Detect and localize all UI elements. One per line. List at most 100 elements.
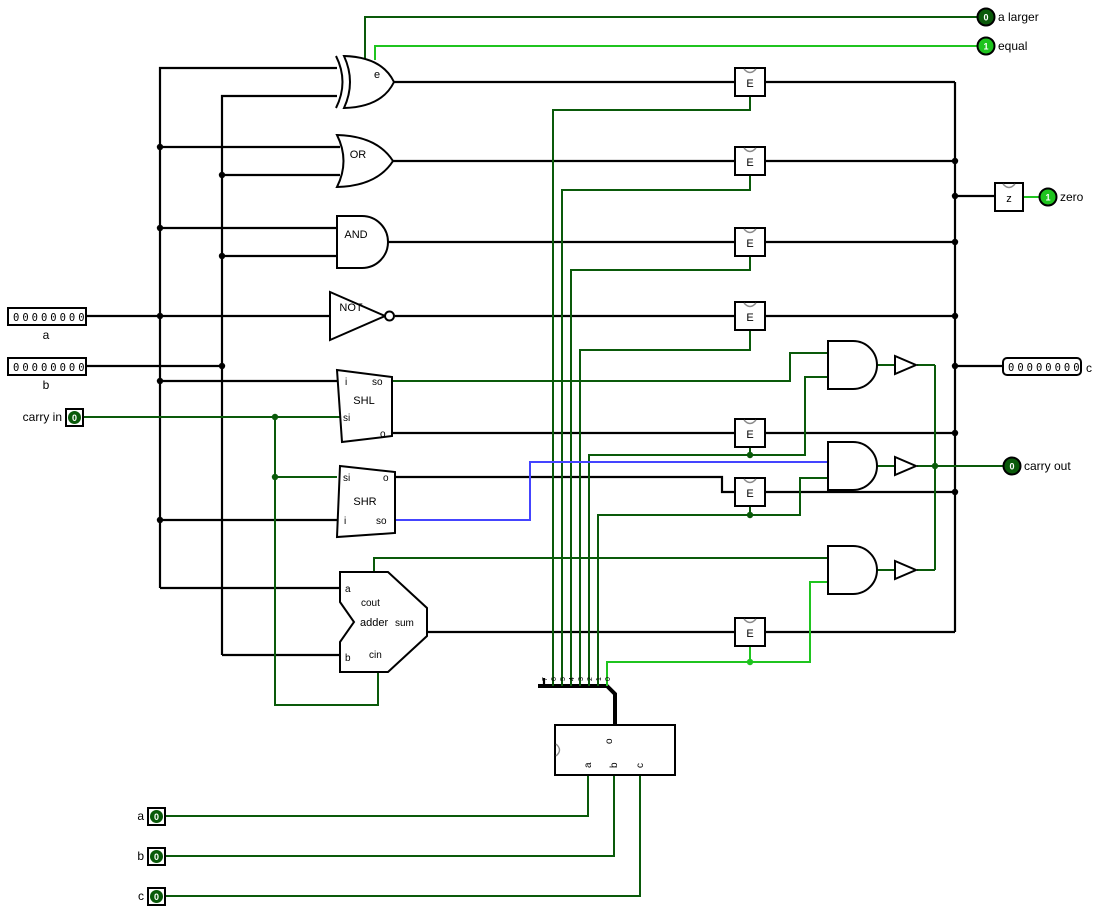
output-pin-equal: 1 xyxy=(976,36,996,56)
adder-b-label: b xyxy=(345,653,351,664)
and-gate-adder-carry xyxy=(827,545,878,595)
subcircuit-notch-icon xyxy=(743,228,757,234)
shl-name: SHL xyxy=(353,395,374,407)
junction-dots-low xyxy=(271,413,939,519)
adder: a cout adder sum b cin xyxy=(339,571,428,673)
output-pin-carry-out: 0 xyxy=(1002,456,1022,476)
input-pin-a-value[interactable]: 00000000 xyxy=(13,312,88,324)
equal-value: 1 xyxy=(983,42,988,52)
carry-out-label: carry out xyxy=(1024,459,1071,473)
enabler-label: E xyxy=(746,157,753,169)
splitter-bit: 2 xyxy=(587,677,594,681)
carry-logic xyxy=(827,340,919,595)
splitter-bit: 5 xyxy=(560,677,567,681)
subcircuit-notch-icon xyxy=(555,743,561,757)
wire-shl-so xyxy=(392,352,828,382)
wire-shr-so-floating xyxy=(395,461,828,521)
xor-gate-label: e xyxy=(374,69,380,81)
and-gate-shr-carry xyxy=(827,441,878,491)
input-pin-b-label: b xyxy=(43,378,50,392)
shr-in-label: i xyxy=(344,516,346,527)
not-gate xyxy=(329,290,395,342)
sel-b-value[interactable]: 0 xyxy=(154,852,159,862)
zero-value: 1 xyxy=(1045,193,1050,203)
wire-carry-in xyxy=(82,416,379,706)
sel-a-label: a xyxy=(137,809,144,823)
wire-opcode xyxy=(164,775,641,897)
enabler-not: E xyxy=(734,301,766,331)
sel-a-pin[interactable]: 0 xyxy=(147,807,166,826)
splitter-bit: 4 xyxy=(569,677,576,681)
buffer-shr-carry xyxy=(894,455,919,477)
sel-b-pin[interactable]: 0 xyxy=(147,847,166,866)
bus-a xyxy=(86,66,340,590)
sel-a-value[interactable]: 0 xyxy=(154,812,159,822)
not-gate-label: NOT xyxy=(339,302,363,314)
adder-a-label: a xyxy=(345,584,351,595)
shr-shift-out-label: so xyxy=(376,516,387,527)
wire-carry-out-net xyxy=(877,364,1004,571)
enabler-boxes: E E E E E E E xyxy=(734,67,766,647)
a-larger-label: a larger xyxy=(998,10,1039,24)
decoder-out-label: o xyxy=(604,738,615,744)
enabler-label: E xyxy=(746,488,753,500)
wires-low xyxy=(82,16,1004,897)
buffer-adder-carry xyxy=(894,559,919,581)
junction-dots-bus xyxy=(156,143,959,524)
output-pin-c: 00000000 xyxy=(1002,357,1083,376)
shr-name: SHR xyxy=(353,496,376,508)
wire-adder-cout xyxy=(373,557,828,572)
shr-shift-in-label: si xyxy=(343,473,350,484)
splitter-bit: 0 xyxy=(605,677,612,681)
output-pin-c-label: c xyxy=(1086,361,1092,375)
carry-out-value: 0 xyxy=(1009,462,1014,472)
splitter-bit: 7 xyxy=(542,677,549,681)
output-pin-c-value: 00000000 xyxy=(1008,362,1083,374)
adder-sum-label: sum xyxy=(395,618,414,629)
splitter-bit-labels: 7 6 5 4 3 2 1 0 xyxy=(542,677,612,681)
junction-dot-high xyxy=(746,658,754,666)
input-pin-a[interactable]: 00000000 xyxy=(7,307,88,326)
xor-back-arc xyxy=(335,55,344,109)
enabler-label: E xyxy=(746,312,753,324)
splitter-bit: 6 xyxy=(551,677,558,681)
sel-c-value[interactable]: 0 xyxy=(154,892,159,902)
input-pin-b-value[interactable]: 00000000 xyxy=(13,362,88,374)
input-pin-b[interactable]: 00000000 xyxy=(7,357,88,376)
wire-a-larger xyxy=(364,16,977,60)
wire-sel-not xyxy=(579,330,751,686)
shl-body xyxy=(335,368,393,444)
or-gate xyxy=(335,133,395,189)
output-pin-a-larger: 0 xyxy=(976,7,996,27)
sel-c-label: c xyxy=(138,889,144,903)
enabler-label: E xyxy=(746,238,753,250)
carry-in-pin[interactable]: 0 xyxy=(65,408,84,427)
a-larger-value: 0 xyxy=(983,13,988,23)
output-pin-zero: 1 xyxy=(1038,187,1058,207)
or-gate-label: OR xyxy=(350,149,367,161)
shl-shift-out-label: so xyxy=(372,377,383,388)
wire-sel-shl xyxy=(588,376,828,686)
enabler-or: E xyxy=(734,146,766,176)
not-triangle xyxy=(329,290,388,342)
shl-shift-in-label: si xyxy=(343,413,350,424)
xor-gate xyxy=(335,54,396,110)
enabler-label: E xyxy=(746,78,753,90)
xor-body xyxy=(342,54,396,110)
carry-in-value[interactable]: 0 xyxy=(72,413,77,423)
wires-high xyxy=(374,45,1039,686)
input-pin-a-label: a xyxy=(43,328,50,342)
zero-label: zero xyxy=(1060,190,1084,204)
bus-result xyxy=(765,80,1003,634)
enabler-xor: E xyxy=(734,67,766,97)
shr-out-label: o xyxy=(383,473,389,484)
sel-c-pin[interactable]: 0 xyxy=(147,887,166,906)
decoder: o a b c xyxy=(554,724,676,776)
equal-label: equal xyxy=(998,39,1027,53)
shl-out-label: o xyxy=(380,429,386,440)
subcircuit-notch-icon xyxy=(743,478,757,484)
wire-sel-add xyxy=(606,581,828,686)
wire-sel-xor xyxy=(552,96,751,686)
shl-in-label: i xyxy=(345,377,347,388)
splitter-bit: 3 xyxy=(578,677,585,681)
